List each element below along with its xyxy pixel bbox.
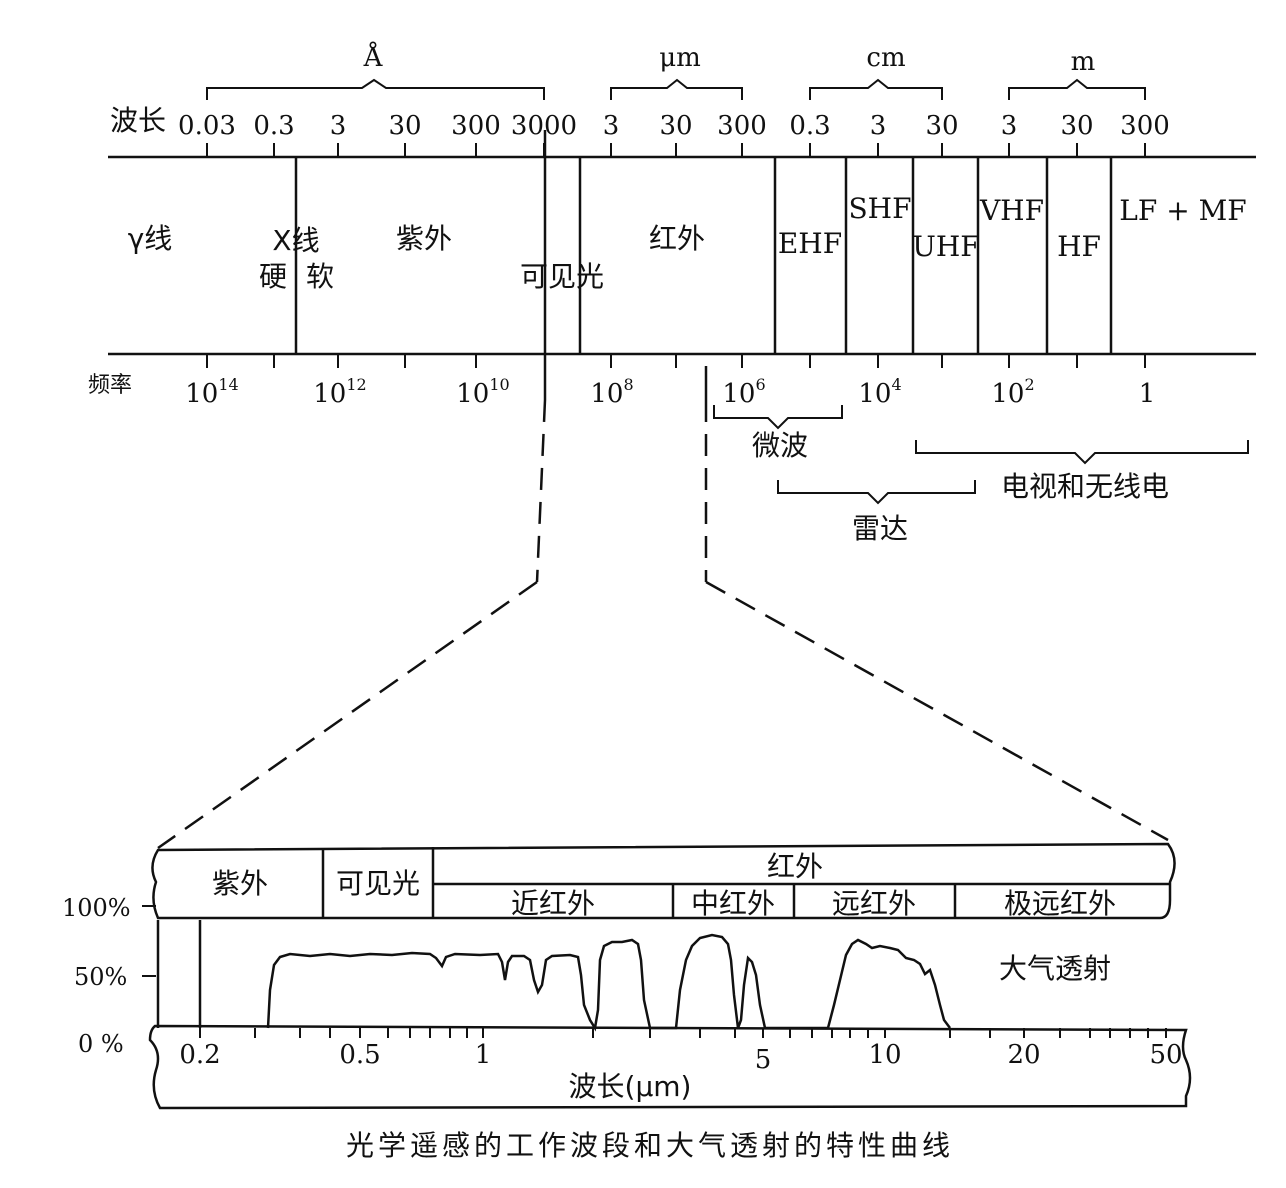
frequency-tick-labels: 1014 1012 1010 108 106 104 102 1 [185, 375, 1155, 409]
band-xray-soft: 软 [306, 260, 334, 293]
wavelength-tick-label: 3 [330, 111, 347, 141]
zoom-lines [157, 354, 1169, 850]
frequency-tick-label: 104 [858, 375, 901, 409]
x-axis-frame [148, 1024, 1192, 1110]
wavelength-tick-label: 0.3 [789, 111, 830, 141]
band-ehf: EHF [778, 227, 842, 260]
wavelength-tick-label: 3 [603, 111, 620, 141]
header-far-ir: 远红外 [832, 887, 916, 920]
optical-band-header: 紫外 可见光 红外 近红外 中红外 远红外 极远红外 [151, 842, 1176, 920]
tv-radio-bracket [915, 440, 1249, 465]
band-lfmf: LF + MF [1119, 194, 1246, 227]
y-tick-0: 0 % [78, 1030, 124, 1058]
frequency-tick-label: 106 [722, 375, 765, 409]
wavelength-tick-label: 0.03 [178, 111, 236, 141]
zoom-line-left-vertical [535, 399, 547, 583]
band-shf: SHF [848, 192, 911, 225]
frequency-tick-label: 102 [991, 375, 1034, 409]
unit-micron: μm [659, 43, 701, 73]
x-tick-5: 5 [755, 1045, 772, 1075]
frequency-label: 频率 [88, 373, 132, 398]
angstrom-bracket [206, 78, 545, 100]
x-axis: 0.2 0.5 1 5 10 20 50 波长(μm) [148, 1024, 1192, 1110]
band-gamma: γ线 [128, 222, 173, 255]
header-mid-ir: 中红外 [691, 887, 775, 920]
wavelength-tick-label: 30 [388, 111, 421, 141]
unit-angstrom: Å [363, 41, 384, 73]
unit-cm: cm [866, 43, 905, 73]
band-vhf: VHF [979, 194, 1044, 227]
wavelength-tick-label: 30 [659, 111, 692, 141]
frequency-tick-label: 1010 [456, 375, 509, 409]
radar-bracket [777, 480, 976, 505]
wavelength-tick-label: 300 [1120, 111, 1170, 141]
header-frame [151, 842, 1176, 920]
frequency-tick-label: 1012 [313, 375, 366, 409]
wavelength-tick-label: 30 [1060, 111, 1093, 141]
x-tick-0.5: 0.5 [339, 1040, 380, 1070]
band-ir: 红外 [649, 222, 705, 255]
label-microwave: 微波 [752, 429, 808, 462]
header-visible: 可见光 [336, 867, 420, 900]
band-xray-hard: 硬 [259, 260, 287, 293]
y-tick-100: 100% [62, 894, 131, 922]
x-tick-0.2: 0.2 [179, 1040, 220, 1070]
wavelength-tick-label: 30 [925, 111, 958, 141]
y-axis: 100% 50% 0 % [62, 894, 202, 1058]
wavelength-tick-label: 300 [451, 111, 501, 141]
wavelength-tick-label: 3 [1001, 111, 1018, 141]
service-brackets: 微波 雷达 电视和无线电 [713, 405, 1249, 545]
curve-label: 大气透射 [999, 952, 1111, 985]
header-uv: 紫外 [212, 867, 268, 900]
cm-bracket [809, 78, 943, 100]
x-tick-20: 20 [1007, 1040, 1040, 1070]
y-tick-50: 50% [74, 963, 127, 991]
x-tick-1: 1 [475, 1040, 492, 1070]
microwave-bracket [713, 405, 843, 430]
frequency-tick-label: 108 [590, 375, 633, 409]
wavelength-tick-label: 300 [717, 111, 767, 141]
zoom-line-right [705, 580, 1169, 842]
x-tick-50: 50 [1149, 1040, 1182, 1070]
band-visible: 可见光 [520, 260, 604, 293]
label-tv-radio: 电视和无线电 [1001, 470, 1169, 503]
label-radar: 雷达 [852, 512, 908, 545]
band-uhf: UHF [912, 230, 979, 263]
unit-brackets: Å μm cm m [206, 41, 1146, 100]
x-axis-label: 波长(μm) [569, 1070, 692, 1103]
x-tick-10: 10 [868, 1040, 901, 1070]
header-extreme-far-ir: 极远红外 [1004, 887, 1116, 920]
frequency-ticks [206, 354, 1146, 368]
band-xray: X线 [272, 224, 319, 257]
micron-bracket [610, 78, 743, 100]
wavelength-ticks [206, 143, 1146, 157]
transmission-curve [266, 933, 951, 1032]
frequency-tick-label: 1014 [185, 375, 238, 409]
wavelength-label: 波长 [110, 104, 166, 137]
zoom-line-left [157, 580, 538, 850]
band-uv: 紫外 [396, 222, 452, 255]
unit-m: m [1071, 47, 1096, 77]
figure-caption: 光学遥感的工作波段和大气透射的特性曲线 [346, 1129, 954, 1162]
band-dividers [294, 130, 1113, 354]
band-hf: HF [1057, 230, 1101, 263]
header-near-ir: 近红外 [511, 887, 595, 920]
header-ir: 红外 [767, 850, 823, 883]
wavelength-tick-label: 3 [870, 111, 887, 141]
frequency-tick-label: 1 [1139, 379, 1156, 409]
wavelength-tick-label: 0.3 [253, 111, 294, 141]
m-bracket [1008, 78, 1146, 100]
band-labels: γ线 X线 硬 软 紫外 可见光 红外 EHF SHF UHF VHF HF L… [128, 192, 1247, 293]
